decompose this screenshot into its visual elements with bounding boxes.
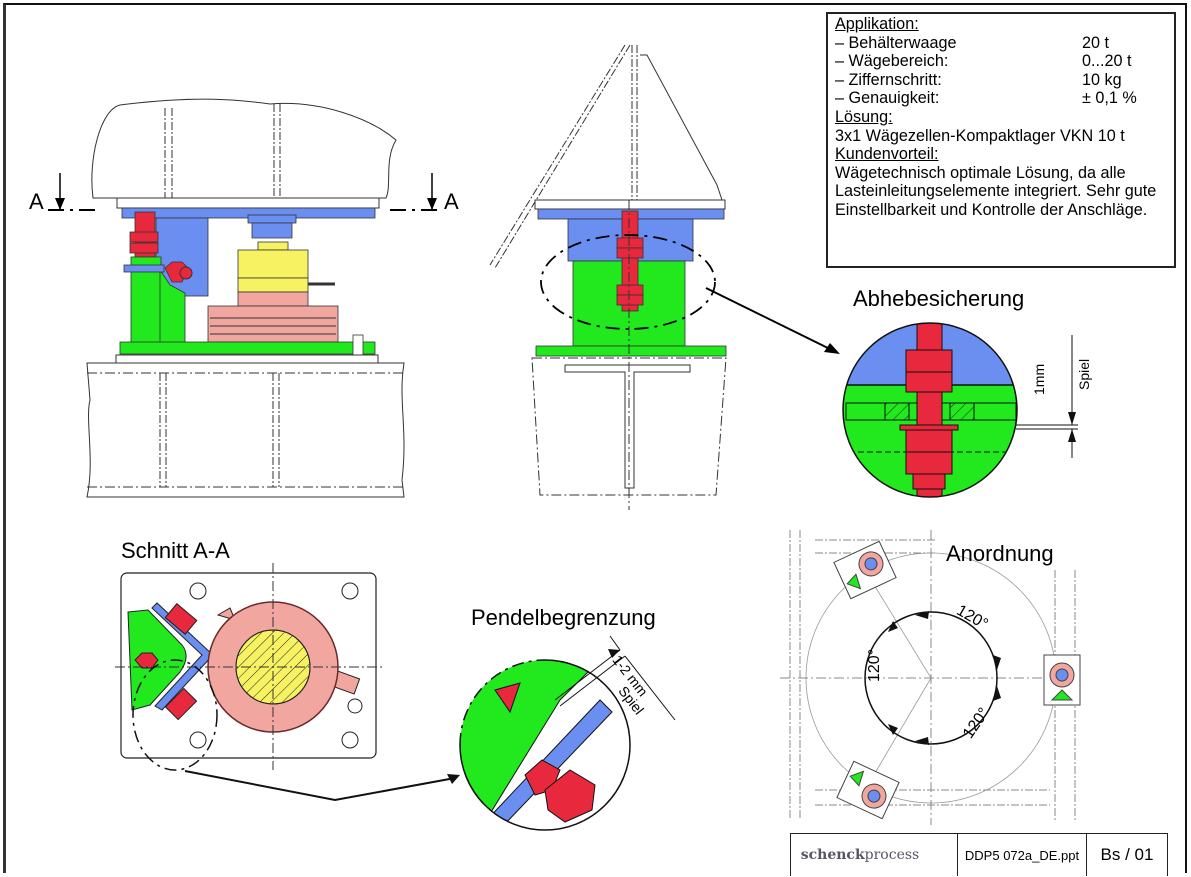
benefit-heading: Kundenvorteil: [835,145,939,164]
side-view [489,44,840,510]
section-a-a-view [115,563,460,802]
drawing-frame [3,3,1187,873]
solution-heading: Lösung: [835,107,893,126]
spec-value: 20 t [1082,33,1110,52]
detail-lift-off-protection [842,322,1078,498]
spec-row: – Ziffernschritt: 10 kg [835,71,1167,90]
detail-pendulum-title: Pendelbegrenzung [471,605,656,630]
section-marker-left: A [29,189,44,214]
arrow-head-icon [447,774,460,784]
benefit-text: Wägetechnisch optimale Lösung, da alle L… [835,163,1157,219]
arrangement-view [780,530,1081,825]
application-info-box: Applikation: – Behälterwaage 20 t – Wägeb… [826,12,1176,268]
section-marker-right: A [444,189,459,214]
leader-line [184,770,456,802]
page-number: Bs / 01 [1100,845,1154,864]
spec-label: – Behälterwaage [835,33,957,52]
logo-text: process [864,847,920,863]
spec-row: – Wägebereich: 0...20 t [835,52,1167,71]
application-heading: Applikation: [835,15,919,33]
logo-text-bold: schenck [800,847,865,863]
spec-label: – Wägebereich: [835,52,949,71]
title-block: schenckprocess DDP5 072a_DE.ppt Bs / 01 [790,833,1168,876]
angle-label-left: 120° [866,648,883,682]
solution-text: 3x1 Wägezellen-Kompaktlager VKN 10 t [835,126,1125,145]
spec-value: 0...20 t [1082,52,1132,71]
lift-off-gap-label: Spiel [1076,358,1092,390]
front-view [48,98,440,498]
arrangement-title: Anordnung [946,541,1054,566]
section-view-title: Schnitt A-A [121,538,230,563]
spec-label: – Ziffernschritt: [835,70,942,89]
lift-off-gap-value: 1mm [1031,363,1047,395]
spec-row: – Behälterwaage 20 t [835,34,1167,53]
file-name: DDP5 072a_DE.ppt [958,834,1087,876]
company-logo: schenckprocess [791,834,958,876]
spec-value: ± 0,1 % [1082,89,1137,108]
load-cell-unit-bottom [836,760,900,820]
spec-label: – Genauigkeit: [835,89,940,108]
detail-pendulum-limit [459,635,676,831]
spec-value: 10 kg [1082,70,1122,89]
load-cell-unit-top [833,540,897,600]
leader-line [705,287,837,353]
arrow-head-icon [824,343,840,354]
spec-row: – Genauigkeit: ± 0,1 % [835,89,1167,108]
detail-lift-off-title: Abhebesicherung [853,286,1025,311]
load-cell-unit-right [1043,654,1081,706]
